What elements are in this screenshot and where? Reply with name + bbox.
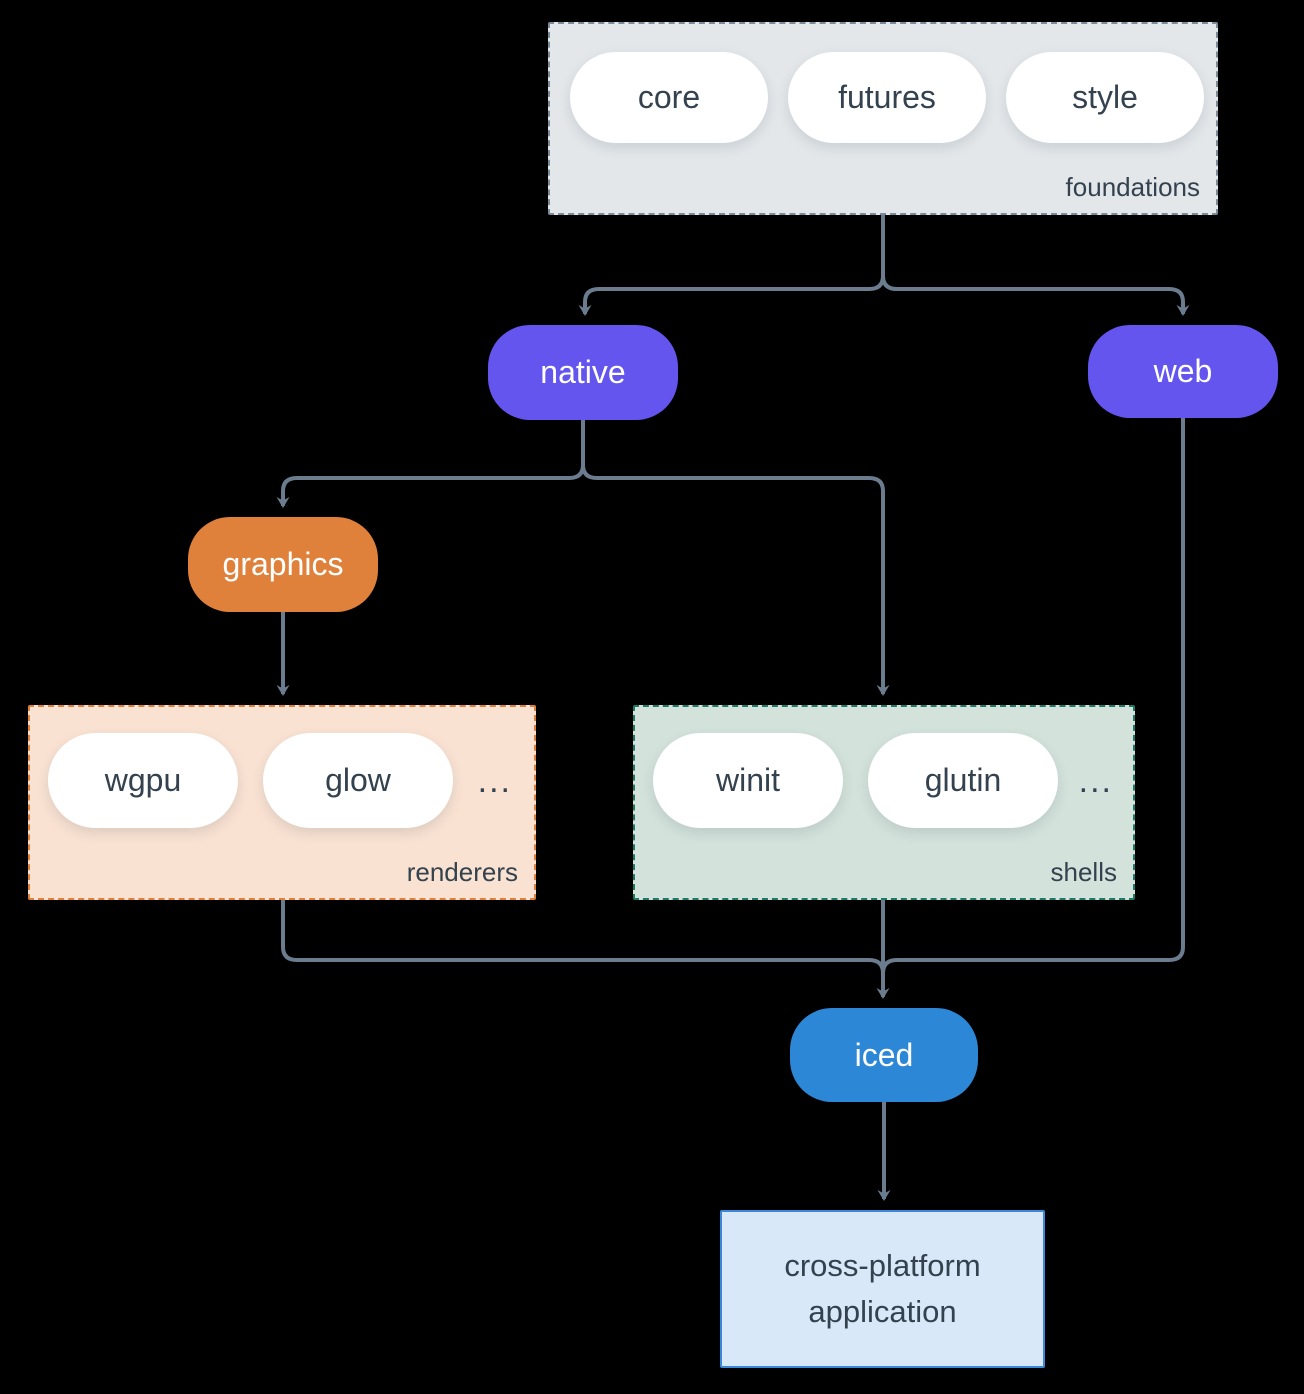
node-cross-platform-application: cross-platform application <box>720 1210 1045 1368</box>
node-style: style <box>1006 52 1204 143</box>
renderers-pill-row: wgpu glow <box>30 707 534 828</box>
group-shells: winit glutin ... shells <box>633 705 1135 900</box>
arrow-foundations-to-native <box>578 215 885 316</box>
node-native: native <box>488 325 678 420</box>
node-winit: winit <box>653 733 843 828</box>
node-core: core <box>570 52 768 143</box>
shells-pill-row: winit glutin <box>635 707 1133 828</box>
group-foundations: core futures style foundations <box>548 22 1218 215</box>
node-graphics: graphics <box>188 517 378 612</box>
group-renderers: wgpu glow ... renderers <box>28 705 536 900</box>
renderers-label: renderers <box>406 857 518 887</box>
node-glutin: glutin <box>868 733 1058 828</box>
node-futures: futures <box>788 52 986 143</box>
shells-ellipsis: ... <box>1078 762 1113 800</box>
arrow-native-to-shells <box>581 464 890 696</box>
arrow-native-to-graphics <box>276 420 585 508</box>
foundations-pill-row: core futures style <box>550 24 1216 143</box>
arrow-foundations-to-web <box>881 275 1190 316</box>
node-wgpu: wgpu <box>48 733 238 828</box>
arrow-renderers-to-iced <box>281 900 885 974</box>
node-glow: glow <box>263 733 453 828</box>
foundations-label: foundations <box>1065 172 1200 202</box>
node-web: web <box>1088 325 1278 418</box>
shells-label: shells <box>1050 857 1117 887</box>
renderers-ellipsis: ... <box>477 762 512 800</box>
node-iced: iced <box>790 1008 978 1102</box>
